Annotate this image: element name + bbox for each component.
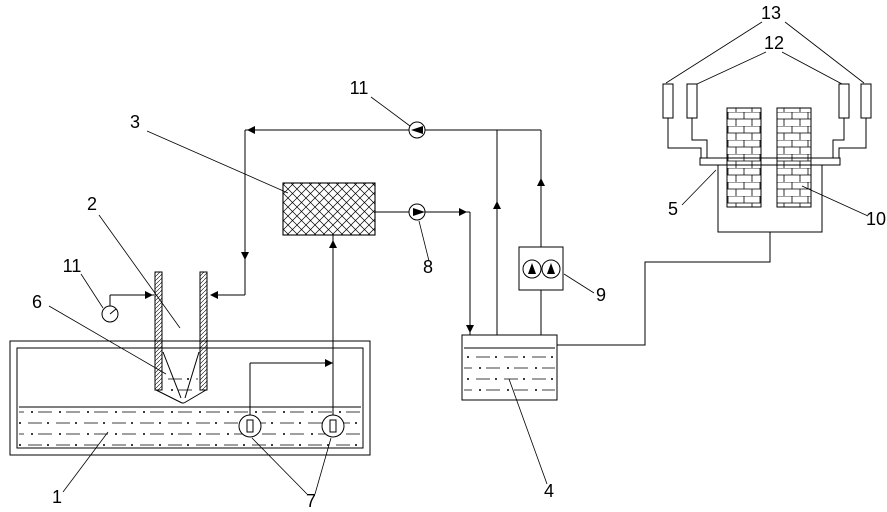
pump-triangle-icon xyxy=(411,126,423,134)
label-3: 3 xyxy=(130,112,140,132)
label-1: 1 xyxy=(52,487,62,507)
inner-funnel xyxy=(162,351,200,399)
label-4: 4 xyxy=(544,481,554,501)
riser-vessel xyxy=(154,271,208,404)
label-6: 6 xyxy=(32,292,42,312)
circulation-pump xyxy=(408,203,426,221)
buffer-tank xyxy=(461,334,558,401)
heat-exchanger xyxy=(282,182,376,236)
leader-lines xyxy=(48,21,869,495)
vessel-liquid xyxy=(164,372,198,396)
pump-triangle-icon xyxy=(413,208,425,216)
gauge-needle xyxy=(109,308,117,315)
burner-piping xyxy=(667,118,867,158)
label-9: 9 xyxy=(596,285,606,305)
label-13: 13 xyxy=(761,3,781,23)
burner-tube-inner-right xyxy=(838,83,850,119)
label-2: 2 xyxy=(87,194,97,214)
label-10: 10 xyxy=(866,209,886,229)
vessel-wall-right xyxy=(199,271,208,391)
pump-triangle-icon xyxy=(547,263,555,274)
label-5: 5 xyxy=(668,199,678,219)
brick-column-left xyxy=(726,107,762,208)
brick-column-right xyxy=(776,107,812,208)
storage-tank xyxy=(9,340,371,456)
furnace xyxy=(662,83,872,233)
label-11-top: 11 xyxy=(350,78,369,98)
burner-tube-outer-left xyxy=(662,83,674,119)
number-labels: 1 2 3 4 5 6 7 8 9 10 11 11 12 13 xyxy=(32,3,886,511)
pump-triangle-icon xyxy=(528,263,536,274)
gauge-instrument xyxy=(101,305,119,323)
twin-pump-unit xyxy=(518,246,564,291)
line-pump xyxy=(408,121,426,139)
tank-liquid xyxy=(19,407,361,447)
label-11-left: 11 xyxy=(63,256,82,276)
label-12: 12 xyxy=(764,33,784,53)
buffer-liquid xyxy=(464,348,555,398)
label-7: 7 xyxy=(306,491,316,511)
label-8: 8 xyxy=(423,257,433,277)
burner-tube-outer-right xyxy=(860,83,872,119)
vessel-wall-left xyxy=(154,271,163,391)
submerged-pumps xyxy=(238,414,345,438)
flow-arrows xyxy=(145,126,545,367)
burner-tube-inner-left xyxy=(686,83,698,119)
furnace-flange xyxy=(699,157,841,166)
